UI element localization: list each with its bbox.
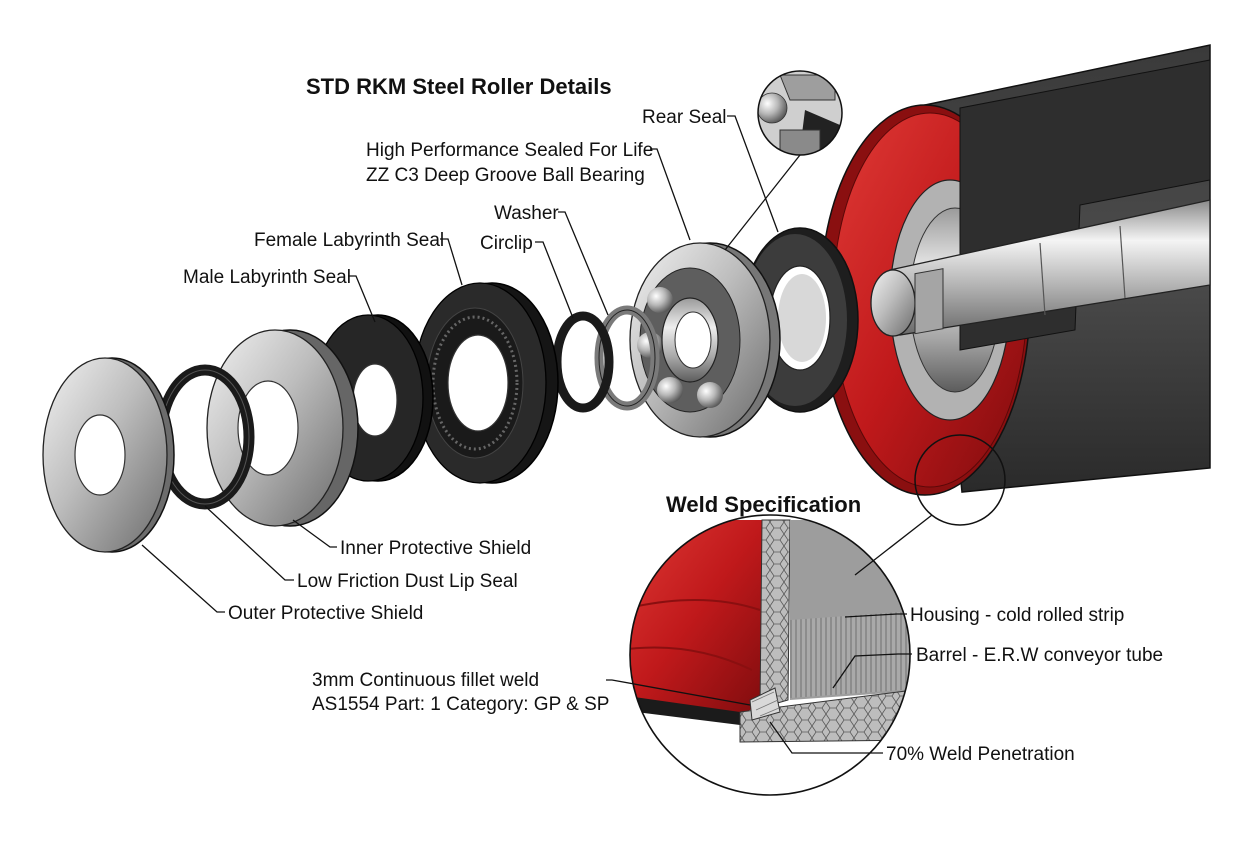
- label-low-friction-dust-lip-seal: Low Friction Dust Lip Seal: [297, 571, 518, 592]
- weld-detail-callout-circle: [914, 434, 1006, 526]
- label-male-labyrinth-seal: Male Labyrinth Seal: [183, 267, 351, 288]
- label-barrel: Barrel - E.R.W conveyor tube: [916, 645, 1163, 666]
- weld-callout-connector: [854, 514, 933, 576]
- label-washer: Washer: [494, 203, 559, 224]
- weld-specification-title: Weld Specification: [666, 492, 861, 517]
- roller-barrel: [819, 44, 1211, 526]
- leader-lines: [141, 115, 912, 754]
- label-outer-protective-shield: Outer Protective Shield: [228, 603, 423, 624]
- ball-bearing: [629, 242, 781, 438]
- label-weld-line1: 3mm Continuous fillet weld: [312, 670, 539, 691]
- label-inner-protective-shield: Inner Protective Shield: [340, 538, 531, 559]
- diagram-title: STD RKM Steel Roller Details: [306, 74, 612, 99]
- label-circlip: Circlip: [480, 233, 533, 254]
- label-weld-line2: AS1554 Part: 1 Category: GP & SP: [312, 694, 609, 715]
- label-bearing-line1: High Performance Sealed For Life: [366, 140, 653, 161]
- outer-protective-shield: [42, 357, 175, 553]
- label-housing: Housing - cold rolled strip: [910, 605, 1124, 626]
- washer: [594, 305, 660, 411]
- bearing-ball: [647, 287, 673, 313]
- bearing-ball: [657, 377, 683, 403]
- label-female-labyrinth-seal: Female Labyrinth Seal: [254, 230, 444, 251]
- roller-shaft: [870, 199, 1211, 337]
- female-labyrinth-seal: [413, 282, 559, 484]
- rear-seal-inset-detail: [757, 70, 843, 156]
- label-weld-penetration: 70% Weld Penetration: [886, 744, 1075, 765]
- label-bearing-line2: ZZ C3 Deep Groove Ball Bearing: [366, 165, 645, 186]
- label-rear-seal: Rear Seal: [642, 107, 727, 128]
- bearing-ball: [697, 382, 723, 408]
